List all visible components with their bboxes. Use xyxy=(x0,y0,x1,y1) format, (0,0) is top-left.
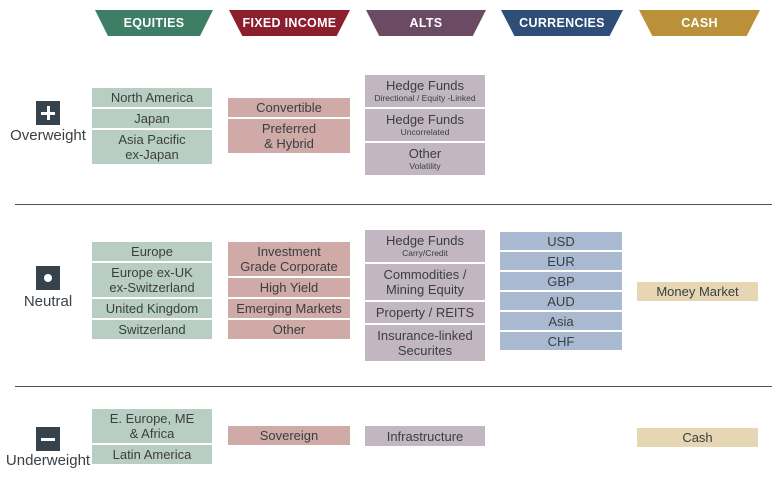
cell-emerging-markets: Emerging Markets xyxy=(228,299,350,318)
underweight-cash-box: Cash xyxy=(637,428,758,447)
cell-japan: Japan xyxy=(92,109,212,128)
cell-property-reits: Property / REITS xyxy=(365,302,485,323)
cell-hedge-funds-uncorrelated: Hedge Funds Uncorrelated xyxy=(365,109,485,141)
row-divider xyxy=(15,386,772,387)
neutral-cash-box: Money Market xyxy=(637,282,758,301)
column-header-cash: CASH xyxy=(639,10,760,36)
overweight-alts-box: Hedge Funds Directional / Equity -Linked… xyxy=(365,75,485,175)
column-header-alts: ALTS xyxy=(366,10,486,36)
cell-other: Other xyxy=(228,320,350,339)
cell-cash: Cash xyxy=(637,428,758,447)
cell-gbp: GBP xyxy=(500,272,622,290)
row-label-neutral: Neutral xyxy=(23,293,73,310)
minus-icon-bar xyxy=(41,437,55,441)
row-label-overweight: Overweight xyxy=(10,127,86,144)
cell-asia-pacific-ex-japan: Asia Pacific ex-Japan xyxy=(92,130,212,164)
underweight-equities-box: E. Europe, ME & Africa Latin America xyxy=(92,409,212,464)
cell-hedge-funds-directional: Hedge Funds Directional / Equity -Linked xyxy=(365,75,485,107)
neutral-equities-box: Europe Europe ex-UK ex-Switzerland Unite… xyxy=(92,242,212,339)
cell-money-market: Money Market xyxy=(637,282,758,301)
cell-infrastructure: Infrastructure xyxy=(365,426,485,446)
cell-europe-ex-uk-ex-switzerland: Europe ex-UK ex-Switzerland xyxy=(92,263,212,297)
column-header-fixed-income: FIXED INCOME xyxy=(229,10,350,36)
cell-chf: CHF xyxy=(500,332,622,350)
row-divider xyxy=(15,204,772,205)
cell-switzerland: Switzerland xyxy=(92,320,212,339)
plus-icon xyxy=(36,101,60,125)
cell-north-america: North America xyxy=(92,88,212,107)
cell-latin-america: Latin America xyxy=(92,445,212,464)
cell-other-volatility: Other Volatility xyxy=(365,143,485,175)
column-header-label: CURRENCIES xyxy=(519,16,605,30)
cell-hedge-funds-carry-credit: Hedge Funds Carry/Credit xyxy=(365,230,485,262)
minus-icon xyxy=(36,427,60,451)
cell-high-yield: High Yield xyxy=(228,278,350,297)
cell-e-europe-me-africa: E. Europe, ME & Africa xyxy=(92,409,212,443)
cell-commodities-mining-equity: Commodities / Mining Equity xyxy=(365,264,485,300)
column-header-equities: EQUITIES xyxy=(95,10,213,36)
overweight-equities-box: North America Japan Asia Pacific ex-Japa… xyxy=(92,88,212,164)
cell-europe: Europe xyxy=(92,242,212,261)
cell-aud: AUD xyxy=(500,292,622,310)
neutral-alts-box: Hedge Funds Carry/Credit Commodities / M… xyxy=(365,230,485,361)
underweight-alts-box: Infrastructure xyxy=(365,426,485,446)
cell-investment-grade-corporate: Investment Grade Corporate xyxy=(228,242,350,276)
cell-united-kingdom: United Kingdom xyxy=(92,299,212,318)
underweight-fixed-income-box: Sovereign xyxy=(228,426,350,445)
cell-insurance-linked-securities: Insurance-linked Securites xyxy=(365,325,485,361)
cell-usd: USD xyxy=(500,232,622,250)
cell-asia: Asia xyxy=(500,312,622,330)
column-header-label: FIXED INCOME xyxy=(242,16,337,30)
cell-eur: EUR xyxy=(500,252,622,270)
dot-icon-dot xyxy=(44,274,52,282)
neutral-currencies-box: USD EUR GBP AUD Asia CHF xyxy=(500,232,622,350)
cell-convertible: Convertible xyxy=(228,98,350,117)
column-header-currencies: CURRENCIES xyxy=(501,10,623,36)
cell-sovereign: Sovereign xyxy=(228,426,350,445)
dot-icon xyxy=(36,266,60,290)
row-label-underweight: Underweight xyxy=(5,452,91,469)
plus-icon-bar xyxy=(46,106,50,120)
overweight-fixed-income-box: Convertible Preferred & Hybrid xyxy=(228,98,350,153)
cell-preferred-hybrid: Preferred & Hybrid xyxy=(228,119,350,153)
column-header-label: EQUITIES xyxy=(123,16,185,30)
column-header-label: ALTS xyxy=(409,16,443,30)
neutral-fixed-income-box: Investment Grade Corporate High Yield Em… xyxy=(228,242,350,339)
column-header-label: CASH xyxy=(681,16,718,30)
